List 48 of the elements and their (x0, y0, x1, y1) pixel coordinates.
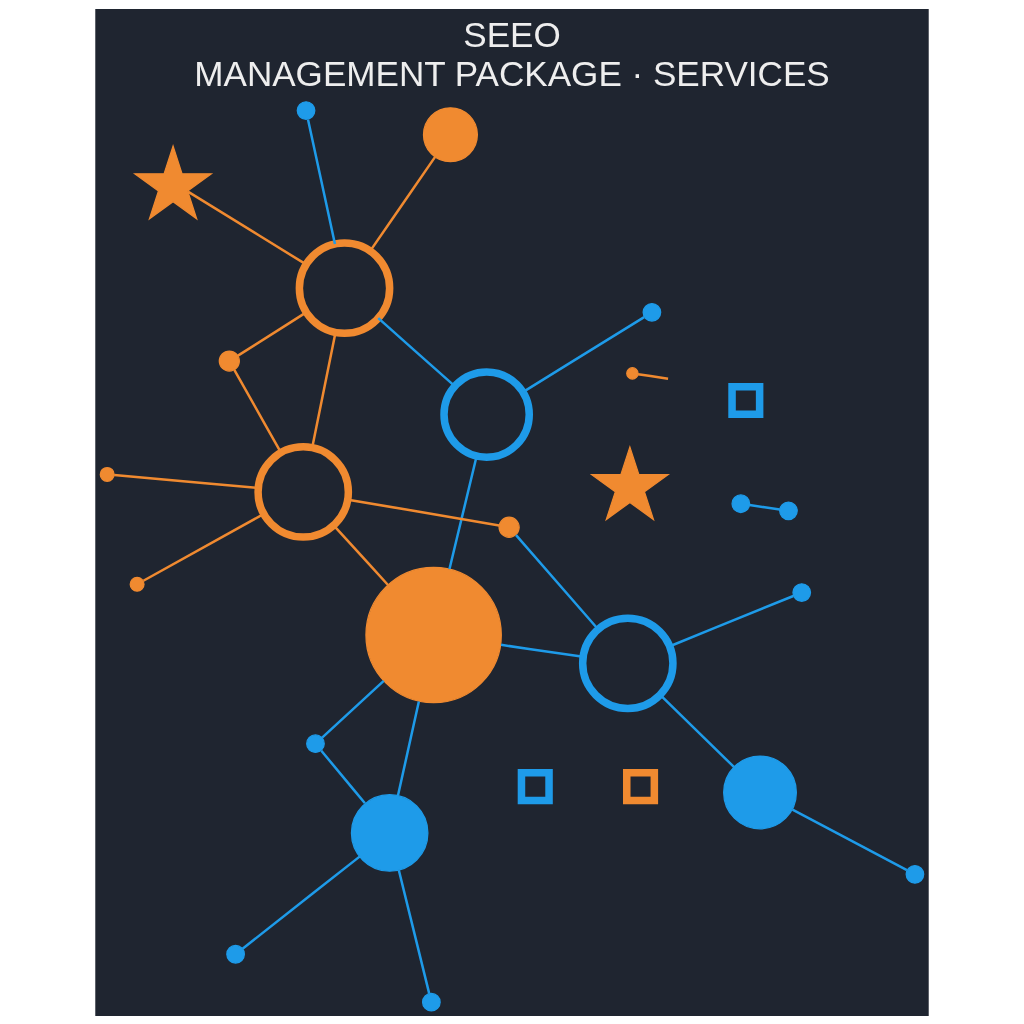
node-circle (99, 466, 115, 482)
node-circle (626, 366, 639, 380)
connector (241, 855, 361, 950)
connector (237, 310, 307, 357)
connector (396, 700, 421, 796)
node-circle (779, 500, 798, 520)
connector (306, 118, 337, 244)
node-circle (578, 613, 677, 712)
node-circle (792, 582, 812, 602)
node-picture (132, 143, 214, 220)
connector (369, 155, 436, 251)
node-circle (421, 992, 441, 1012)
connector (377, 316, 456, 387)
connector (515, 533, 599, 630)
node-circle (731, 493, 751, 513)
connector (791, 808, 908, 871)
node-circle (350, 793, 429, 872)
node-circle (218, 349, 240, 372)
connector (397, 869, 431, 994)
node-circle (422, 106, 478, 162)
node-circle (905, 864, 925, 884)
node-box (517, 768, 553, 804)
connector (332, 524, 389, 586)
connector (233, 368, 282, 453)
node-circle (254, 442, 353, 541)
diagram-title: SEEO (463, 14, 561, 54)
caption: MANAGEMENT PACKAGE · SERVICES (194, 53, 830, 93)
node-circle (306, 733, 325, 753)
node-circle (296, 100, 316, 120)
node-box (623, 768, 659, 804)
connector (320, 749, 366, 804)
node-circle (295, 238, 394, 337)
node-circle (723, 754, 797, 829)
connector (669, 594, 794, 647)
node-circle (129, 576, 145, 592)
node-circle (365, 566, 502, 703)
connector (637, 372, 669, 380)
node-circle (642, 302, 662, 322)
node-picture (589, 444, 671, 521)
connector (187, 190, 307, 265)
connector (321, 679, 385, 738)
node-circle (226, 944, 245, 964)
node-box (728, 382, 764, 418)
node-circle (498, 516, 520, 538)
node-circle (440, 367, 533, 461)
connector (522, 315, 645, 393)
connector (659, 693, 735, 768)
connector (749, 503, 780, 511)
